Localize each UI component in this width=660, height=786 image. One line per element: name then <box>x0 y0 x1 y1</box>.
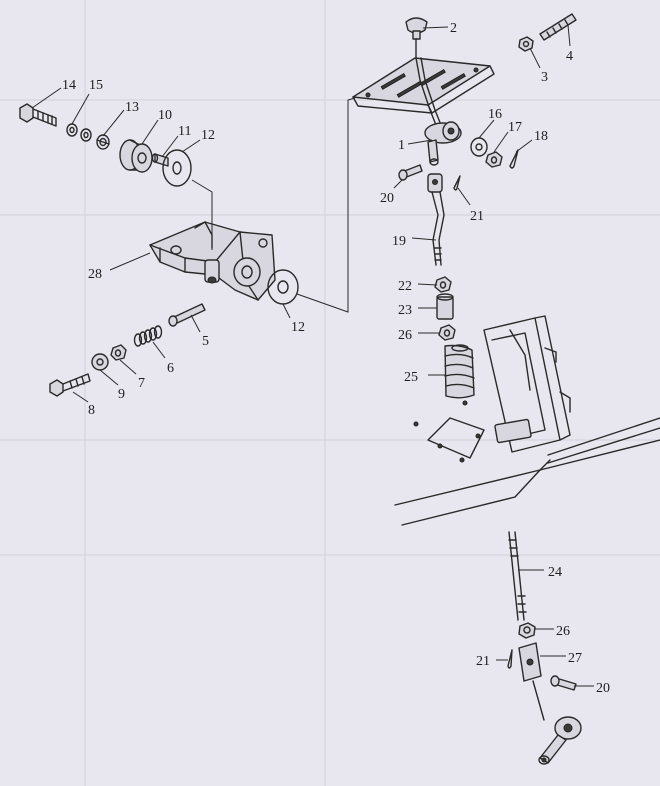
callout-23: 23 <box>398 303 412 318</box>
callout-26-lower: 26 <box>556 624 570 639</box>
callout-26-upper: 26 <box>398 328 412 343</box>
link-line-to-plate <box>296 97 356 313</box>
part-20-pin-lower <box>550 675 577 691</box>
callout-11: 11 <box>178 124 191 139</box>
part-21-cotter-pin-lower <box>507 649 513 669</box>
callout-12-upper: 12 <box>201 128 215 143</box>
callout-2: 2 <box>450 21 457 36</box>
part-26-nut-upper <box>438 324 456 341</box>
callout-15: 15 <box>89 78 103 93</box>
part-11-pin <box>151 153 169 167</box>
part-12-washer-lower <box>267 269 299 305</box>
part-28-bracket <box>149 221 276 301</box>
part-9-collar <box>91 353 109 371</box>
part-23-sleeve <box>436 293 454 320</box>
callout-24: 24 <box>548 565 562 580</box>
callout-17: 17 <box>508 120 522 135</box>
callout-20-lower: 20 <box>596 681 610 696</box>
callout-21-lower: 21 <box>476 654 490 669</box>
callout-12-lower: 12 <box>291 320 305 335</box>
part-27-clevis <box>518 642 542 682</box>
callout-16: 16 <box>488 107 502 122</box>
part-1-shift-lever <box>415 57 462 166</box>
callout-22: 22 <box>398 279 412 294</box>
part-19-rod <box>427 173 445 266</box>
callout-18: 18 <box>534 129 548 144</box>
part-2-knob <box>405 17 428 59</box>
leader-lines <box>31 24 594 687</box>
part-25-boot <box>444 344 475 399</box>
callout-3: 3 <box>541 70 548 85</box>
callout-21-upper: 21 <box>470 209 484 224</box>
part-12-washer-upper <box>162 149 192 187</box>
part-8-bolt <box>49 373 91 397</box>
link-rod-upper <box>191 179 213 250</box>
callout-7: 7 <box>138 376 145 391</box>
callout-1: 1 <box>398 138 405 153</box>
callout-14: 14 <box>62 78 76 93</box>
part-26-nut-lower <box>518 622 536 639</box>
callout-6: 6 <box>167 361 174 376</box>
gate-plate <box>352 57 495 114</box>
part-16-washer <box>470 137 488 157</box>
callout-8: 8 <box>88 403 95 418</box>
part-13-spring-washer <box>96 134 110 150</box>
part-18-cotter-pin <box>509 149 519 169</box>
part-3-nut <box>518 36 534 52</box>
part-10-disc <box>119 139 153 173</box>
part-15-washers <box>66 123 92 142</box>
part-6-spring <box>133 325 163 347</box>
bottom-lever <box>532 680 582 765</box>
part-21-cotter-pin-upper <box>453 175 461 191</box>
callout-20-upper: 20 <box>380 191 394 206</box>
part-7-nut <box>110 344 127 361</box>
cab-structure <box>394 315 660 526</box>
callout-10: 10 <box>158 108 172 123</box>
callout-19: 19 <box>392 234 406 249</box>
part-14-bolt <box>19 103 57 127</box>
part-24-threaded-rod <box>508 531 527 621</box>
callout-25: 25 <box>404 370 418 385</box>
part-5-bolt <box>168 303 206 327</box>
part-20-pin-upper <box>398 164 423 181</box>
part-4-stud <box>539 13 577 41</box>
callout-27: 27 <box>568 651 582 666</box>
callout-13: 13 <box>125 100 139 115</box>
callout-9: 9 <box>118 387 125 402</box>
part-22-nut <box>434 276 452 293</box>
callout-28: 28 <box>88 267 102 282</box>
part-17-nut <box>485 151 503 168</box>
callout-5: 5 <box>202 334 209 349</box>
callout-labels: 14 15 13 10 11 12 28 5 6 7 9 8 12 2 3 4 … <box>62 21 610 696</box>
callout-4: 4 <box>566 49 573 64</box>
